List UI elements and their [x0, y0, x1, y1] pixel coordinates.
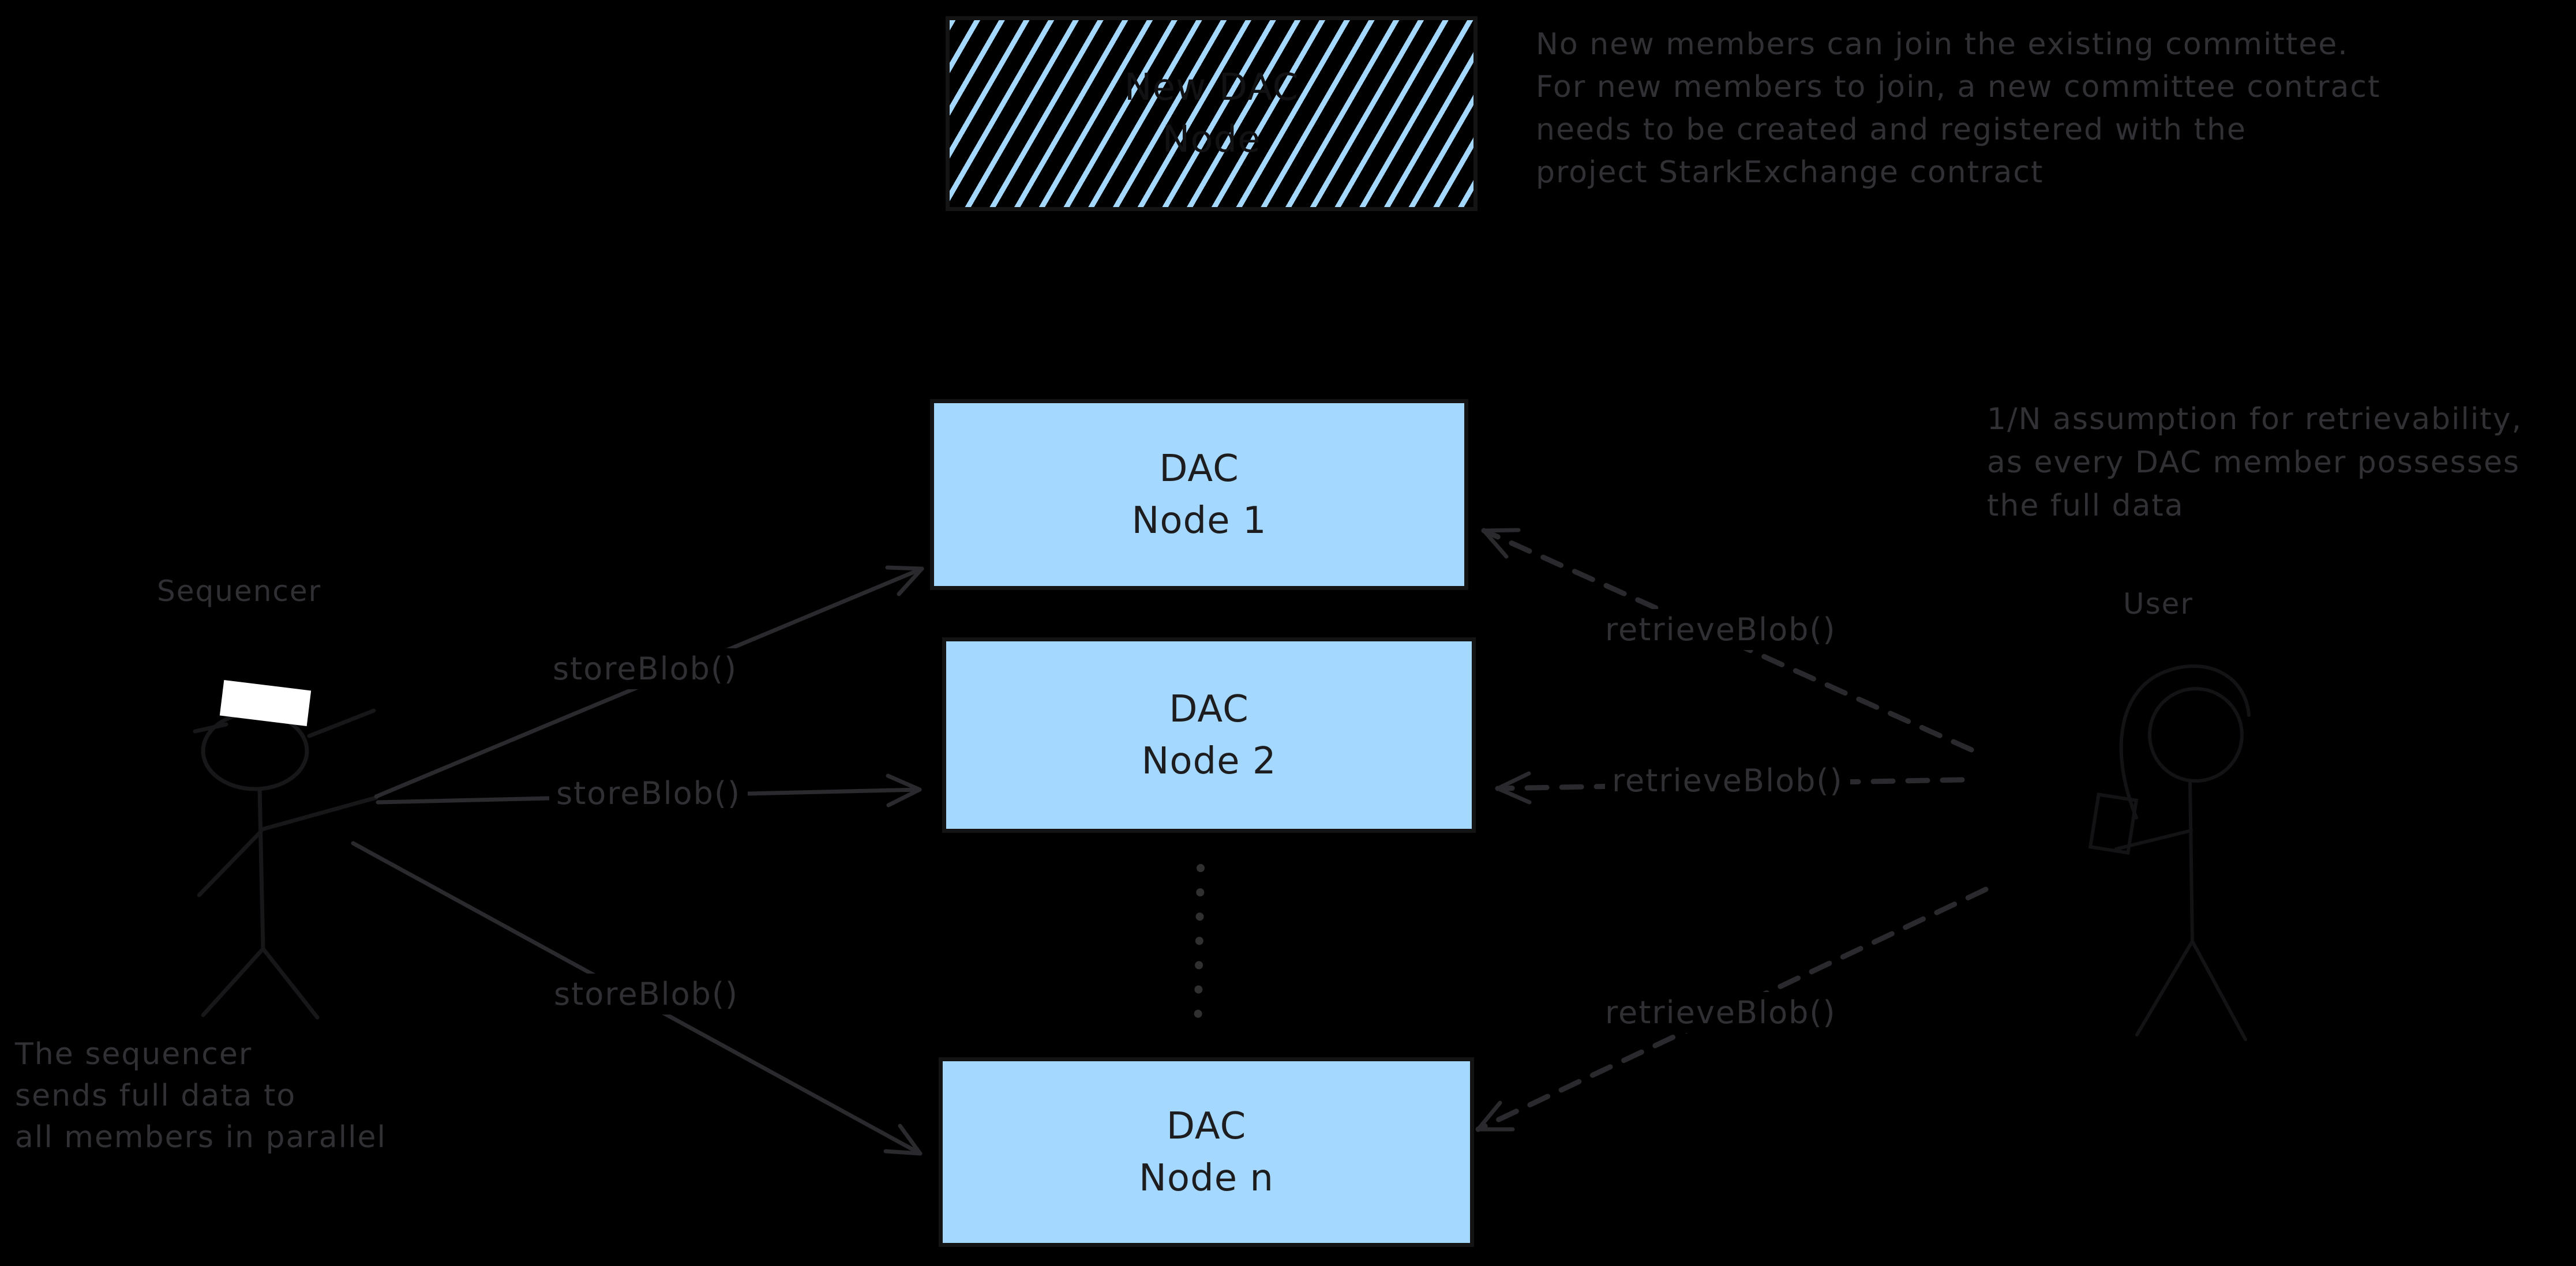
retrievability-note: 1/N assumption for retrievability, as ev…	[1987, 398, 2522, 528]
new-dac-node-box: New DAC Node	[946, 16, 1478, 211]
user-figure	[2088, 664, 2251, 1041]
sequencer-figure	[193, 679, 378, 1020]
user-hair-top	[2168, 664, 2251, 717]
dotted-connector	[1194, 864, 1205, 1039]
sequencer-arm-right	[260, 795, 378, 832]
store-blob-label-3: storeBlob()	[547, 974, 746, 1015]
parallel-send-note: The sequencer sends full data to all mem…	[15, 1034, 387, 1158]
dac-node-n-label-line1: DAC	[1166, 1105, 1247, 1148]
user-leg-right	[2191, 940, 2247, 1041]
dac-node-2-box: DAC Node 2	[942, 637, 1476, 833]
arrowhead	[1476, 1100, 1515, 1132]
sequencer-leg-right	[261, 946, 320, 1020]
sequencer-body	[257, 787, 265, 951]
arrowhead	[886, 773, 922, 807]
user-hair-left	[2119, 668, 2171, 820]
retrieve-blob-arrow-2	[1495, 771, 1965, 805]
retrievability-note-line1: 1/N assumption for retrievability,	[1987, 402, 2522, 437]
committee-note-line2: For new members to join, a new committee…	[1536, 70, 2381, 104]
parallel-send-note-line1: The sequencer	[15, 1037, 253, 1072]
retrieve-blob-label-2: retrieveBlob()	[1605, 760, 1850, 801]
retrieve-blob-arrow-1	[1481, 528, 1974, 753]
retrieve-blob-label-1: retrieveBlob()	[1598, 609, 1843, 650]
retrieve-blob-label-3: retrieveBlob()	[1598, 992, 1843, 1033]
retrievability-note-line2: as every DAC member possesses	[1987, 445, 2521, 480]
user-body	[2188, 779, 2194, 943]
sequencer-arm-left	[197, 829, 263, 897]
dac-node-1-box: DAC Node 1	[930, 399, 1468, 590]
dac-node-1-label-line2: Node 1	[1131, 499, 1267, 542]
dac-node-n-box: DAC Node n	[939, 1057, 1474, 1247]
store-blob-label-1: storeBlob()	[546, 648, 745, 689]
user-head	[2148, 687, 2244, 783]
sequencer-label: Sequencer	[157, 574, 322, 608]
sequencer-hat	[219, 679, 312, 727]
user-paper	[2088, 792, 2139, 855]
new-dac-node-label-line1: New DAC	[1124, 66, 1299, 109]
arrowhead	[885, 565, 924, 596]
arrowhead	[1482, 528, 1521, 559]
arrowhead	[1495, 771, 1532, 805]
committee-note-line4: project StarkExchange contract	[1536, 155, 2044, 190]
dac-node-1-label-line1: DAC	[1159, 447, 1239, 490]
arrowhead	[883, 1124, 923, 1156]
committee-note-line1: No new members can join the existing com…	[1536, 27, 2349, 62]
committee-note-line3: needs to be created and registered with …	[1536, 112, 2247, 147]
store-blob-label-2: storeBlob()	[549, 773, 748, 814]
user-label: User	[2123, 587, 2193, 621]
parallel-send-note-line2: sends full data to	[15, 1079, 297, 1113]
sequencer-hat-brim-right	[307, 708, 376, 738]
new-dac-node-label-line2: Node	[1162, 118, 1261, 161]
dac-node-n-label-line2: Node n	[1139, 1156, 1274, 1200]
committee-note: No new members can join the existing com…	[1536, 23, 2380, 194]
dac-node-2-label-line1: DAC	[1169, 688, 1249, 731]
dac-node-2-label-line2: Node 2	[1141, 739, 1277, 783]
sequencer-leg-left	[201, 946, 265, 1017]
sequencer-hat-brim-left	[193, 722, 228, 734]
retrievability-note-line3: the full data	[1987, 489, 2184, 523]
user-leg-left	[2135, 940, 2194, 1036]
parallel-send-note-line3: all members in parallel	[15, 1120, 387, 1155]
